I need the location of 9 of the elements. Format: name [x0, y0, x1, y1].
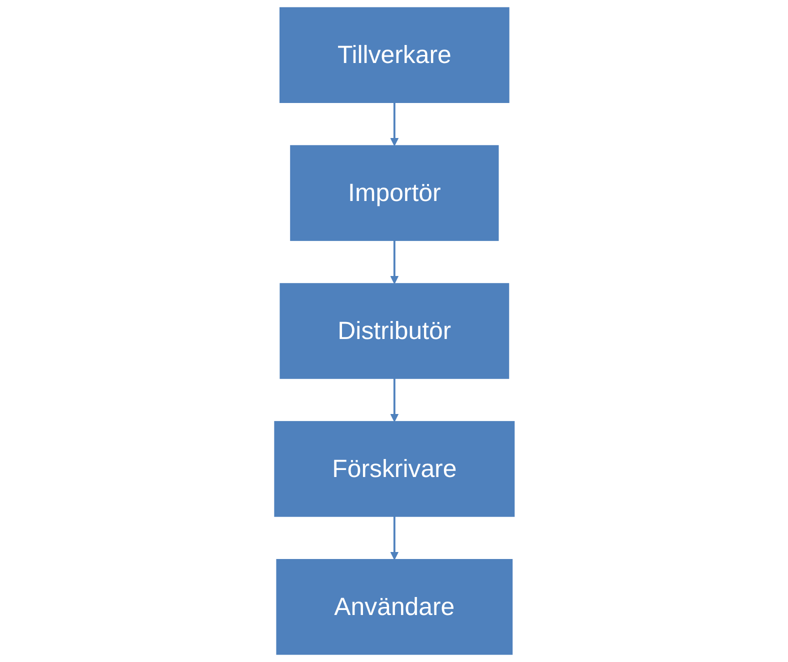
arrow [390, 240, 398, 284]
arrow [390, 516, 398, 560]
node-box: Distributör [279, 283, 509, 379]
node-box: Importör [290, 145, 498, 241]
node-box: Förskrivare [274, 421, 514, 517]
arrow [390, 378, 398, 422]
node-box: Användare [276, 559, 512, 655]
node-box: Tillverkare [279, 7, 509, 103]
arrow [390, 102, 398, 146]
